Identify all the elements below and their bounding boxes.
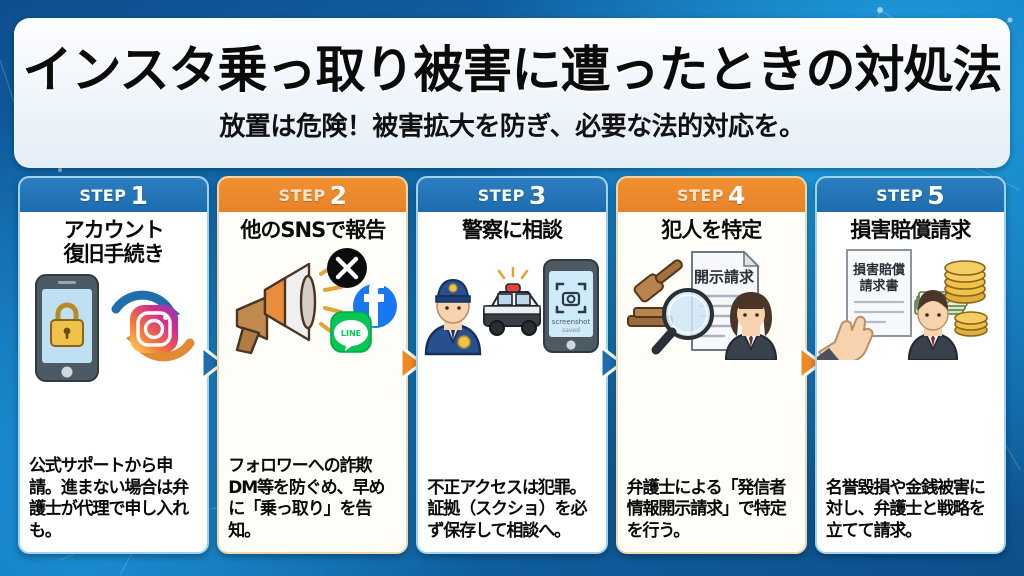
line-icon-label: LINE <box>341 329 361 338</box>
claim-document-label-2: 請求書 <box>859 278 898 294</box>
step-body-3: 不正アクセスは犯罪。証拠（スクショ）を必ず保存して相談へ。 <box>427 477 587 541</box>
step-word-4: STEP <box>676 185 725 205</box>
step-art-4: 開示請求 <box>618 244 805 473</box>
step-number-2: 2 <box>329 180 348 210</box>
arrow-3-to-4 <box>599 343 624 383</box>
step-card-5[interactable]: STEP 5 損害賠償請求 損害賠償 請求書 <box>814 176 1007 554</box>
title-panel: インスタ乗っ取り被害に遭ったときの対処法 放置は危険！被害拡大を防ぎ、必要な法的… <box>14 18 1010 168</box>
arrow-2-to-3 <box>399 343 424 383</box>
step-body-2: フォロワーへの詐欺DM等を防ぐめ、早めに「乗っ取り」を告知。 <box>228 456 385 541</box>
step-card-2[interactable]: STEP 2 他のSNSで報告 <box>217 176 409 554</box>
phone-screenshot-label: screenshot <box>552 318 591 326</box>
page-title: インスタ乗っ取り被害に遭ったときの対処法 <box>22 40 1003 99</box>
step-body-5: 名誉毀損や金銭被害に対し、弁護士と戦略を立てて請求。 <box>825 477 986 541</box>
steps-row: STEP 1 アカウント 復旧手続き <box>18 176 1007 554</box>
page-subtitle: 放置は危険！被害拡大を防ぎ、必要な法的対応を。 <box>219 111 805 142</box>
svg-text:saved: saved <box>562 327 580 334</box>
step-art-3: screenshot saved <box>418 244 605 473</box>
step-word-3: STEP <box>477 185 525 205</box>
step-number-1: 1 <box>130 180 148 210</box>
step-word-1: STEP <box>79 185 127 205</box>
step-number-3: 3 <box>528 180 547 210</box>
step-body-1: 公式サポートから申請。進まない場合は弁護士が代理で申し入れも。 <box>29 456 189 541</box>
step-title-2: 他のSNSで報告 <box>240 218 386 242</box>
step-header-2: STEP 2 <box>219 178 407 212</box>
step-art-2: LINE <box>219 244 406 452</box>
step-card-3[interactable]: STEP 3 警察に相談 <box>416 176 608 554</box>
step-card-1[interactable]: STEP 1 アカウント 復旧手続き <box>18 176 210 554</box>
step-title-5: 損害賠償請求 <box>850 218 971 242</box>
step-header-5: STEP 5 <box>816 178 1005 212</box>
step-header-3: STEP 3 <box>418 178 606 212</box>
step-art-1 <box>20 269 207 453</box>
step-word-5: STEP <box>876 185 924 205</box>
step-title-4: 犯人を特定 <box>661 218 762 242</box>
step-art-5: 損害賠償 請求書 <box>816 244 1004 473</box>
step-number-4: 4 <box>728 180 746 210</box>
step-number-5: 5 <box>927 180 945 210</box>
step-card-4[interactable]: STEP 4 犯人を特定 開示請求 <box>615 176 807 554</box>
step-body-4: 弁護士による「発信者情報開示請求」で特定を行う。 <box>626 477 787 541</box>
claim-document-label-1: 損害賠償 <box>853 262 906 278</box>
step-title-3: 警察に相談 <box>462 218 563 242</box>
step-header-4: STEP 4 <box>617 178 805 212</box>
step-title-1: アカウント 復旧手続き <box>63 218 165 267</box>
step-word-2: STEP <box>278 185 326 205</box>
arrow-1-to-2 <box>200 343 225 383</box>
step-header-1: STEP 1 <box>20 178 208 212</box>
arrow-4-to-5 <box>798 343 823 383</box>
disclosure-document-label: 開示請求 <box>694 268 755 286</box>
